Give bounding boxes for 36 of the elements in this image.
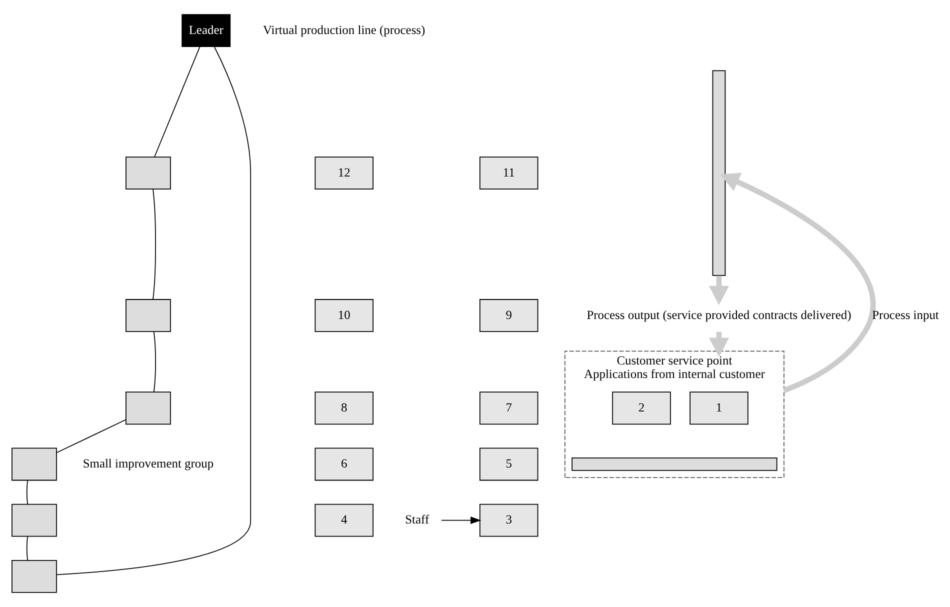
connector	[56, 46, 252, 576]
node-box: 10	[314, 299, 374, 332]
node-box	[12, 560, 57, 593]
node-box	[126, 156, 171, 190]
node-text: Process output (service provided contracts delivered)	[586, 308, 852, 322]
node-box	[12, 448, 57, 481]
edge-label: Process input	[872, 308, 939, 322]
node-box	[126, 299, 171, 332]
node-box: 4	[314, 504, 374, 537]
label: Small improvement group	[82, 456, 214, 471]
node-box: 7	[479, 392, 538, 425]
node-box: 1	[690, 392, 748, 425]
arrow	[708, 276, 729, 306]
node-box: 5	[479, 448, 538, 481]
connector	[154, 46, 200, 158]
node-box: Leader	[182, 14, 231, 48]
connector	[153, 331, 156, 392]
node-box: 12	[314, 156, 374, 190]
connector	[56, 419, 126, 454]
node-text: Staff	[405, 512, 430, 527]
node-box: 11	[479, 156, 538, 190]
node-box: 2	[612, 392, 671, 425]
node-box: 6	[314, 448, 374, 481]
node-box	[126, 392, 171, 425]
connector	[26, 480, 28, 505]
node-box: 9	[479, 299, 538, 332]
arrow	[441, 516, 482, 524]
node-bar	[572, 458, 778, 471]
node-bar	[712, 70, 726, 276]
label: Virtual production line (process)	[263, 22, 426, 37]
connector	[152, 188, 156, 300]
arrow	[720, 172, 876, 394]
node-box: 3	[479, 504, 538, 537]
node-box: 8	[314, 392, 374, 425]
connector	[26, 536, 28, 561]
node-box	[12, 504, 57, 537]
